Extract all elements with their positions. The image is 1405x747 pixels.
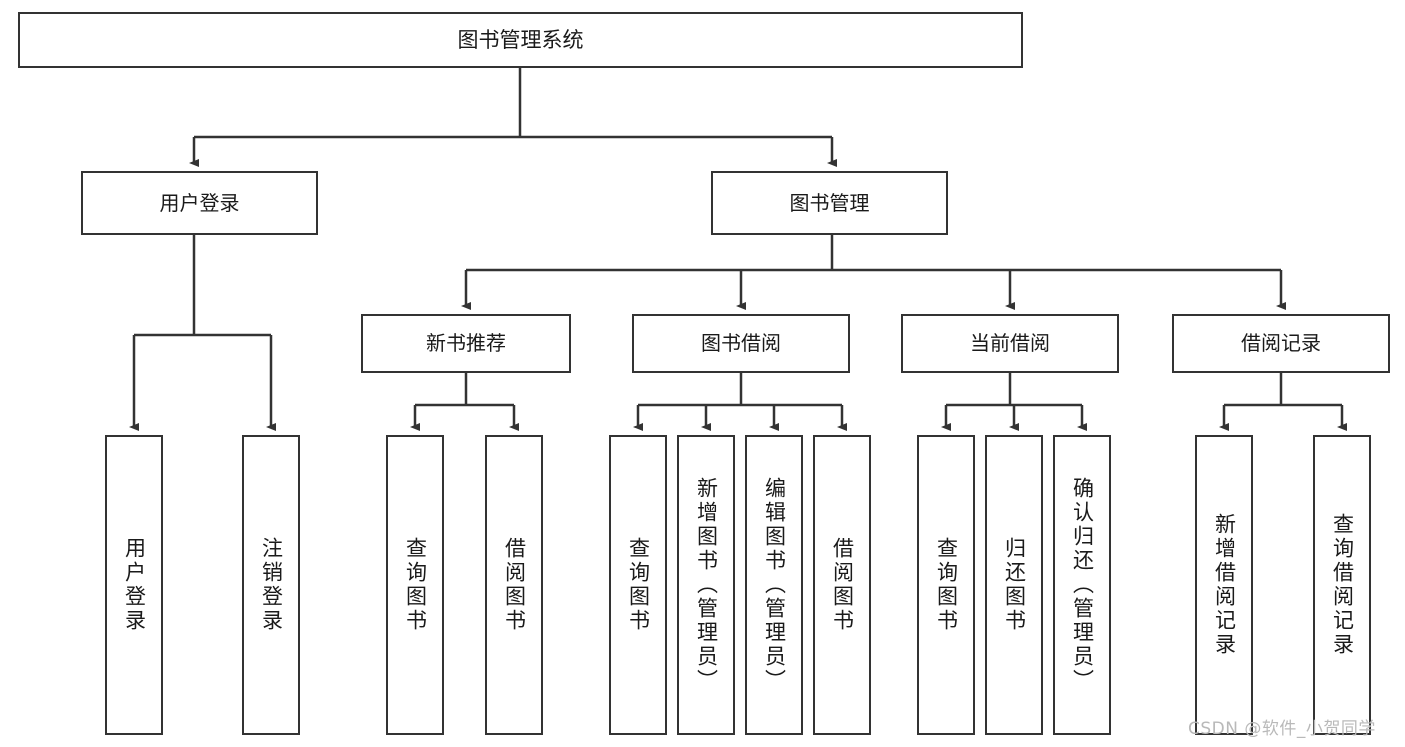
- node-new-book-recommend[interactable]: 新书推荐: [361, 314, 571, 373]
- node-label: 新书推荐: [426, 331, 506, 355]
- node-current-borrow[interactable]: 当前借阅: [901, 314, 1119, 373]
- node-leaf-user-login[interactable]: 用户登录: [105, 435, 163, 735]
- node-label: 图书管理: [789, 190, 870, 215]
- node-label: 新增借阅记录: [1212, 513, 1237, 657]
- node-leaf-borrow-book-2[interactable]: 借阅图书: [813, 435, 871, 735]
- node-leaf-query-book-2[interactable]: 查询图书: [609, 435, 667, 735]
- node-user-login[interactable]: 用户登录: [81, 171, 318, 235]
- node-leaf-return-book[interactable]: 归还图书: [985, 435, 1043, 735]
- node-label: 借阅图书: [830, 537, 855, 633]
- node-label: 新增图书（管理员）: [694, 477, 719, 693]
- node-leaf-borrow-book-1[interactable]: 借阅图书: [485, 435, 543, 735]
- node-label: 图书借阅: [701, 331, 781, 355]
- node-leaf-query-book-1[interactable]: 查询图书: [386, 435, 444, 735]
- node-label: 当前借阅: [970, 331, 1050, 355]
- node-book-management-system[interactable]: 图书管理系统: [18, 12, 1023, 68]
- node-label: 编辑图书（管理员）: [762, 477, 787, 693]
- node-leaf-confirm-return[interactable]: 确认归还（管理员）: [1053, 435, 1111, 735]
- node-label: 借阅记录: [1241, 331, 1321, 355]
- node-borrow-record[interactable]: 借阅记录: [1172, 314, 1390, 373]
- node-leaf-add-book[interactable]: 新增图书（管理员）: [677, 435, 735, 735]
- csdn-watermark: CSDN @软件_小贺同学: [1188, 719, 1376, 739]
- node-book-borrow[interactable]: 图书借阅: [632, 314, 850, 373]
- node-label: 查询借阅记录: [1330, 513, 1355, 657]
- node-leaf-logout[interactable]: 注销登录: [242, 435, 300, 735]
- node-label: 用户登录: [159, 190, 240, 215]
- node-label: 图书管理系统: [457, 27, 584, 52]
- node-book-management[interactable]: 图书管理: [711, 171, 948, 235]
- node-leaf-add-record[interactable]: 新增借阅记录: [1195, 435, 1253, 735]
- node-label: 查询图书: [403, 537, 428, 633]
- node-label: 注销登录: [259, 537, 284, 633]
- node-label: 查询图书: [934, 537, 959, 633]
- node-label: 借阅图书: [502, 537, 527, 633]
- node-leaf-edit-book[interactable]: 编辑图书（管理员）: [745, 435, 803, 735]
- node-label: 查询图书: [626, 537, 651, 633]
- node-leaf-query-record[interactable]: 查询借阅记录: [1313, 435, 1371, 735]
- node-label: 用户登录: [122, 537, 147, 633]
- node-label: 归还图书: [1002, 537, 1027, 633]
- node-label: 确认归还（管理员）: [1070, 477, 1095, 693]
- node-leaf-query-book-3[interactable]: 查询图书: [917, 435, 975, 735]
